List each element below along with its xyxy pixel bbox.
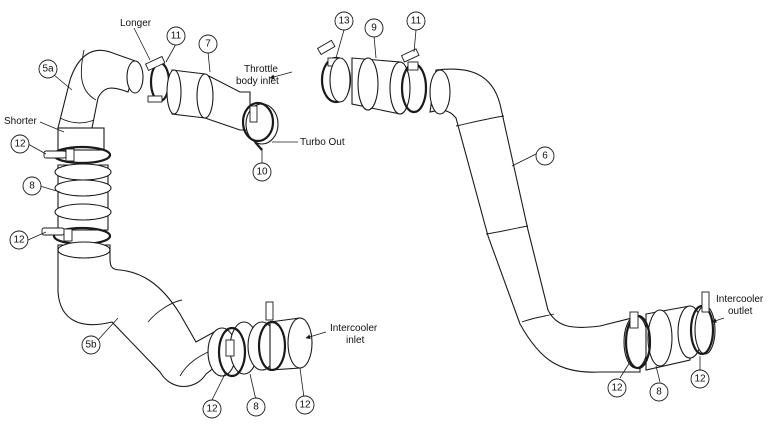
svg-text:11: 11: [171, 31, 182, 42]
callout-12-e: 12: [607, 378, 627, 398]
svg-text:6: 6: [542, 151, 548, 162]
clamp-12-bottom-right: [257, 301, 287, 372]
clamp-11-left: [144, 55, 171, 103]
svg-text:12: 12: [694, 374, 706, 385]
callout-12-b: 12: [9, 230, 29, 250]
callout-12-d: 12: [295, 395, 315, 415]
callout-13: 13: [334, 11, 354, 31]
label-throttle-body-inlet-2: body inlet: [236, 76, 279, 87]
callout-10: 10: [252, 162, 272, 182]
svg-text:12: 12: [13, 235, 25, 246]
callout-12-f: 12: [690, 369, 710, 389]
svg-text:9: 9: [371, 23, 377, 34]
clamp-12-bottom-left: [217, 326, 247, 378]
clamp-12-right-left: [624, 311, 652, 370]
callout-12-c: 12: [202, 399, 222, 419]
label-intercooler-outlet-2: outlet: [728, 306, 753, 317]
callout-11-left: 11: [166, 26, 186, 46]
coupler-8-left: [54, 163, 112, 231]
clamp-12-upper: [43, 145, 112, 165]
clamp-10: [241, 101, 275, 151]
pipe-5a-band-1: [80, 49, 97, 101]
pipe-5a-lower: [57, 127, 105, 151]
pipe-5a-end: [126, 60, 144, 94]
svg-text:5b: 5b: [85, 340, 97, 351]
svg-text:5a: 5a: [42, 64, 54, 75]
callout-6: 6: [535, 146, 555, 166]
label-intercooler-inlet-1: Intercooler: [330, 323, 378, 334]
callout-12-a: 12: [10, 134, 30, 154]
callout-8-right: 8: [649, 382, 669, 402]
label-throttle-body-inlet-1: Throttle: [244, 64, 278, 75]
callout-7: 7: [198, 34, 218, 54]
svg-text:8: 8: [656, 387, 662, 398]
right-assembly: Intercooler outlet: [316, 29, 764, 383]
label-intercooler-inlet-2: inlet: [346, 335, 365, 346]
label-longer: Longer: [120, 18, 152, 29]
label-turbo-out: Turbo Out: [300, 137, 345, 148]
svg-text:13: 13: [338, 16, 350, 27]
label-shorter: Shorter: [4, 116, 37, 127]
svg-text:8: 8: [29, 181, 35, 192]
clamp-12-right-right: [689, 291, 715, 356]
callout-5a: 5a: [38, 59, 58, 79]
label-intercooler-outlet-1: Intercooler: [716, 294, 764, 305]
pipe-5b: [57, 244, 225, 387]
svg-text:11: 11: [411, 16, 422, 27]
callout-11-right: 11: [406, 11, 426, 31]
svg-text:10: 10: [256, 167, 268, 178]
svg-text:7: 7: [205, 39, 211, 50]
callout-8-bottom: 8: [246, 397, 266, 417]
pipe-5a-band-2: [59, 117, 95, 124]
coupler-8-right: [623, 305, 716, 371]
callout-9: 9: [364, 18, 384, 38]
callout-5b: 5b: [81, 335, 101, 355]
svg-text:12: 12: [206, 404, 218, 415]
pipe-6: [429, 68, 641, 373]
clamp-11-right: [400, 48, 428, 114]
left-assembly: Longer Shorter Throttle body inlet Turbo…: [4, 18, 378, 401]
callout-8-left: 8: [22, 176, 42, 196]
pipe-5a: [57, 49, 139, 129]
svg-text:8: 8: [253, 402, 259, 413]
svg-text:12: 12: [611, 383, 623, 394]
svg-text:12: 12: [14, 139, 26, 150]
svg-text:12: 12: [299, 400, 311, 411]
